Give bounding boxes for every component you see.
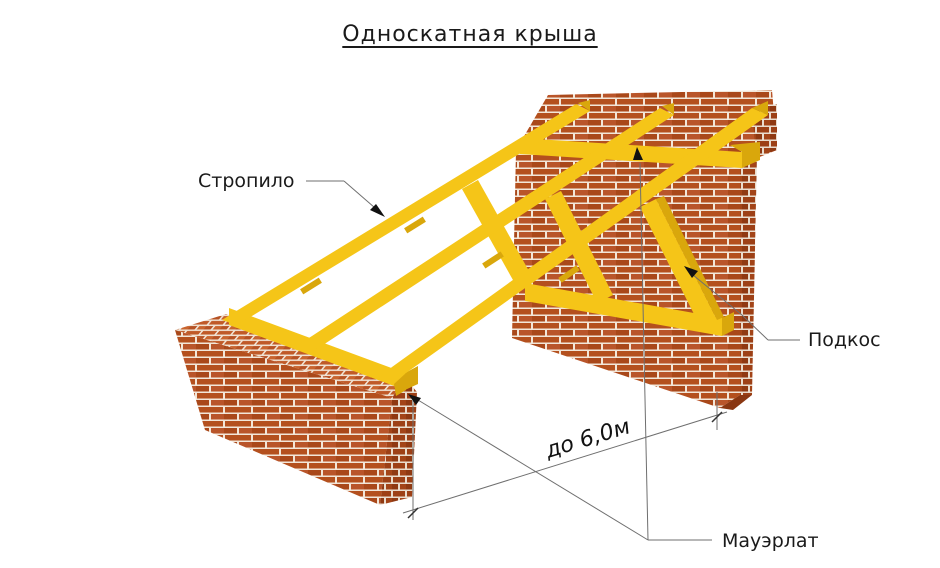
- struts: [462, 180, 724, 328]
- rafters: [222, 100, 768, 396]
- strut-label: Подкос: [808, 329, 881, 351]
- wall-plate-label: Мауэрлат: [722, 530, 819, 552]
- diagram-title: Односкатная крыша: [342, 22, 598, 47]
- rafter-label: Стропило: [198, 170, 295, 192]
- span-dimension-label: до 6,0м: [541, 414, 633, 464]
- back-lower-beam: [525, 283, 734, 336]
- rafter-leader: [306, 180, 385, 217]
- wall-plate-leader: [408, 147, 712, 541]
- front-wall: [175, 314, 417, 505]
- span-dimension: [402, 392, 728, 520]
- front-wall-plate: [229, 308, 418, 390]
- strut-leader: [684, 266, 800, 341]
